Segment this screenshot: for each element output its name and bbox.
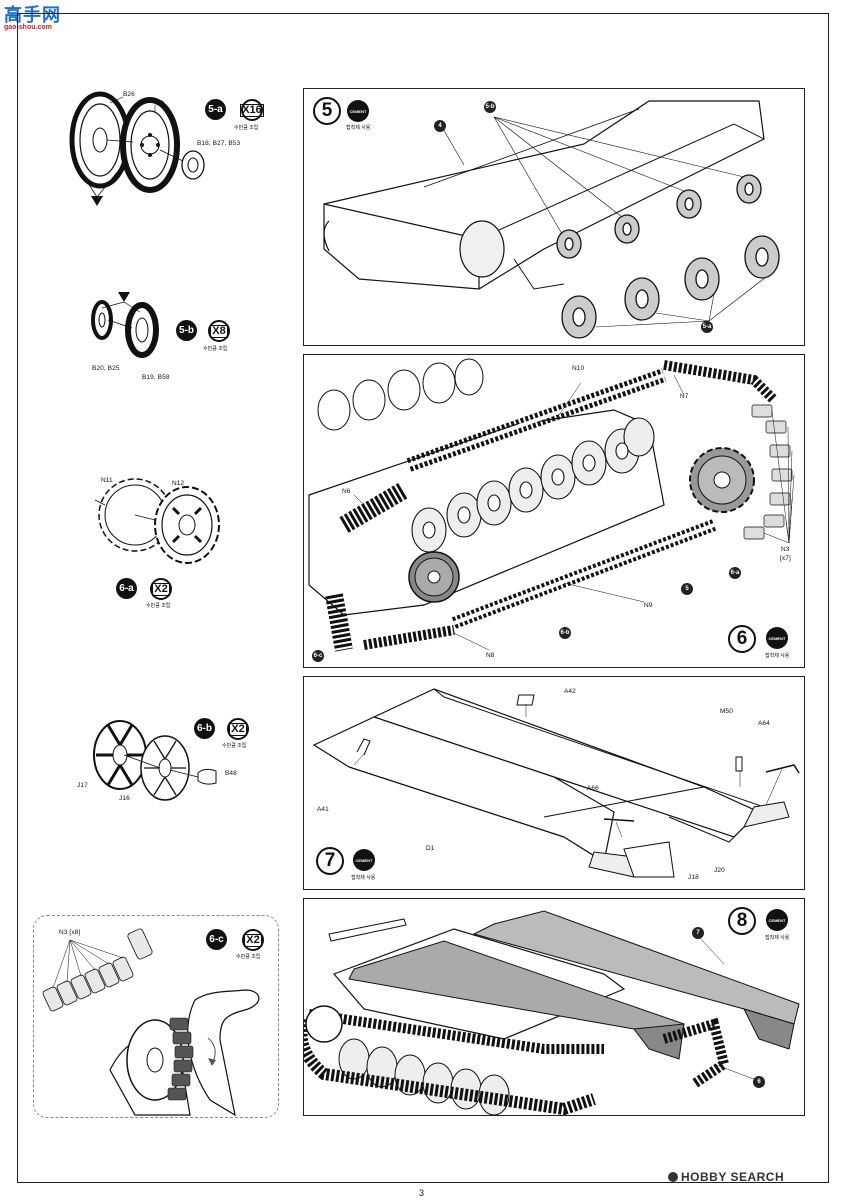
footer-brand: HOBBY SEARCH — [668, 1170, 784, 1184]
part-label: B26 — [123, 91, 135, 98]
subassembly-id-badge: 6-b — [194, 718, 215, 739]
wheel-5a-illustration — [69, 91, 205, 206]
step-number: 5 — [313, 97, 341, 125]
part-label: [x7] — [780, 555, 791, 562]
part-label: N11 — [101, 477, 113, 484]
part-label: B20, B25 — [92, 365, 120, 372]
part-label: N10 — [572, 365, 585, 372]
callout-marker: 5-b — [484, 101, 496, 113]
quantity-note: 수만큼 조립 — [234, 125, 259, 131]
cement-icon: CEMENT — [347, 100, 369, 122]
part-label: J18 — [688, 874, 699, 881]
sprocket-6a-illustration — [94, 478, 220, 564]
quantity-badge: X2 — [242, 929, 264, 951]
part-label: B18, B27, B53 — [197, 140, 241, 147]
callout-marker: 6-b — [559, 627, 571, 639]
track-6c-illustration — [42, 928, 260, 1117]
quantity-badge: X2 — [227, 718, 249, 740]
step-number: 7 — [316, 847, 344, 875]
step-5-panel: 5 CEMENT 접착제 사용 5-b 4 5-a — [303, 88, 805, 346]
part-label: J17 — [77, 782, 88, 789]
part-label: M50 — [720, 708, 733, 715]
part-label: N6 — [342, 488, 351, 495]
page-number: 3 — [419, 1188, 425, 1198]
part-label: A66 — [587, 785, 599, 792]
watermark-title: 高手网 — [4, 5, 61, 25]
quantity-badge: X8 — [208, 320, 230, 342]
part-label: B19, B58 — [142, 374, 170, 381]
brand-logo-icon — [668, 1172, 678, 1182]
part-label: A64 — [758, 720, 770, 727]
cement-note: 접착제 사용 — [765, 935, 790, 941]
quantity-note: 수만큼 조립 — [236, 954, 261, 960]
subassembly-id-badge: 6-a — [116, 578, 137, 599]
part-label: D1 — [426, 845, 435, 852]
step-8-assembly-illustration — [304, 910, 800, 1115]
subassembly-6c — [33, 915, 279, 1118]
part-label: N3 — [781, 546, 790, 553]
step-6-track-illustration — [308, 358, 795, 652]
page-frame — [17, 13, 829, 1183]
quantity-note: 수만큼 조립 — [222, 743, 247, 749]
callout-marker: 7 — [692, 927, 704, 939]
step-7-panel: A42 M50 A64 A41 A66 D1 J20 J18 7 CEMENT … — [303, 676, 805, 890]
part-label: N12 — [172, 480, 185, 487]
watermark: 高手网 gao-shou.com — [4, 6, 61, 31]
quantity-note: 수만큼 조립 — [146, 603, 171, 609]
part-label: A42 — [564, 688, 576, 695]
idler-6b-illustration — [93, 720, 217, 801]
quantity-value: X2 — [244, 933, 262, 947]
callout-marker: 6 — [753, 1076, 765, 1088]
cement-note: 접착제 사용 — [765, 653, 790, 659]
step-6-panel: N10 N7 N6 N3 [x7] N9 N8 6-a 5 6-b 6-c 6 … — [303, 354, 805, 668]
part-label: B8 — [156, 100, 165, 107]
subassembly-id-badge: 5-b — [176, 320, 197, 341]
callout-marker: 6-a — [729, 567, 741, 579]
watermark-url: gao-shou.com — [4, 24, 52, 31]
quantity-value: X16 — [240, 103, 264, 117]
quantity-value: X2 — [152, 582, 170, 596]
part-label: B48 — [225, 770, 237, 777]
step-5-hull-illustration — [323, 100, 780, 339]
wheel-5b-illustration — [91, 292, 159, 358]
part-label: N8 — [486, 652, 495, 659]
callout-marker: 5-a — [701, 321, 713, 333]
callout-marker: 4 — [434, 120, 446, 132]
step-number: 8 — [728, 907, 756, 935]
callout-marker: 5 — [681, 583, 693, 595]
subassembly-id-badge: 5-a — [205, 99, 226, 120]
cement-icon: CEMENT — [766, 627, 788, 649]
quantity-badge: X2 — [150, 578, 172, 600]
step-8-panel: 7 6 8 CEMENT 접착제 사용 — [303, 898, 805, 1116]
cement-icon: CEMENT — [766, 909, 788, 931]
callout-marker: 6-c — [312, 650, 324, 662]
cement-icon: CEMENT — [353, 849, 375, 871]
step-number: 6 — [728, 625, 756, 653]
quantity-badge: X16 — [240, 99, 264, 121]
cement-note: 접착제 사용 — [346, 125, 371, 131]
quantity-value: X8 — [210, 324, 228, 338]
part-label: N9 — [644, 602, 653, 609]
part-label: N3 [x8] — [59, 929, 81, 936]
quantity-note: 수만큼 조립 — [203, 346, 228, 352]
brand-name: HOBBY SEARCH — [681, 1170, 785, 1184]
part-label: J16 — [119, 795, 130, 802]
part-label: N7 — [680, 393, 689, 400]
quantity-value: X2 — [229, 722, 247, 736]
step-7-frame-illustration — [312, 688, 800, 878]
subassembly-id-badge: 6-c — [206, 929, 227, 950]
part-label: A41 — [317, 806, 329, 813]
part-label: J20 — [714, 867, 725, 874]
cement-note: 접착제 사용 — [351, 875, 376, 881]
